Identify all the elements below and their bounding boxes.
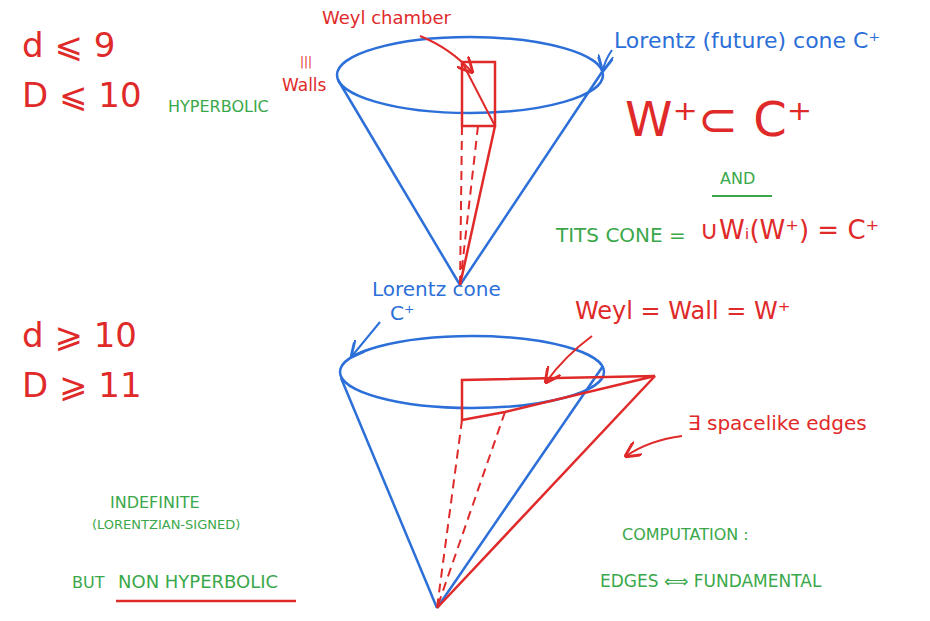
equivalence-mark: ||| — [300, 56, 312, 70]
cone-side — [341, 378, 437, 608]
weyl-chamber — [462, 62, 495, 126]
dimension-bound: D ⩽ 10 — [22, 76, 142, 115]
leader-arrow — [352, 322, 380, 356]
note: EDGES ⟺ FUNDAMENTAL — [600, 572, 821, 592]
dimension-bound: D ⩾ 11 — [22, 366, 142, 405]
dimension-bound: d ⩾ 10 — [22, 316, 137, 355]
leader-arrow — [626, 436, 682, 456]
note: TITS CONE = — [556, 224, 686, 247]
callout-label: Lorentz (future) cone C⁺ — [614, 28, 880, 53]
chamber-edge — [437, 420, 462, 608]
note: NON HYPERBOLIC — [118, 572, 278, 593]
underline — [712, 195, 772, 197]
cone-side — [460, 72, 602, 285]
leader-arrow — [420, 36, 472, 72]
cone-rim — [337, 37, 603, 113]
cone-side — [338, 80, 460, 285]
formula: W⁺⊂ C⁺ — [625, 92, 812, 147]
callout-label: Walls — [282, 76, 326, 96]
callout-label: C⁺ — [390, 302, 415, 325]
callout-label: Weyl = Wall = W⁺ — [575, 298, 790, 326]
chamber-edge — [460, 126, 495, 285]
weyl-wall — [462, 376, 655, 420]
chamber-wall — [462, 62, 495, 126]
note: HYPERBOLIC — [168, 98, 269, 116]
callout-label: Lorentz cone — [372, 278, 501, 301]
note: (LORENTZIAN-SIGNED) — [92, 518, 240, 533]
leader-arrow — [603, 50, 612, 70]
note: BUT — [72, 574, 104, 592]
note: COMPUTATION : — [622, 526, 749, 544]
leader-arrow — [546, 336, 592, 382]
chamber-edge — [460, 126, 478, 285]
underline — [116, 600, 296, 603]
note: AND — [720, 170, 755, 188]
formula: ∪Wᵢ(W⁺) = C⁺ — [700, 216, 879, 246]
chamber-edge — [437, 412, 505, 608]
callout-label: ∃ spacelike edges — [688, 412, 867, 435]
note: INDEFINITE — [110, 494, 200, 512]
callout-label: Weyl chamber — [322, 8, 451, 29]
dimension-bound: d ⩽ 9 — [22, 26, 115, 65]
